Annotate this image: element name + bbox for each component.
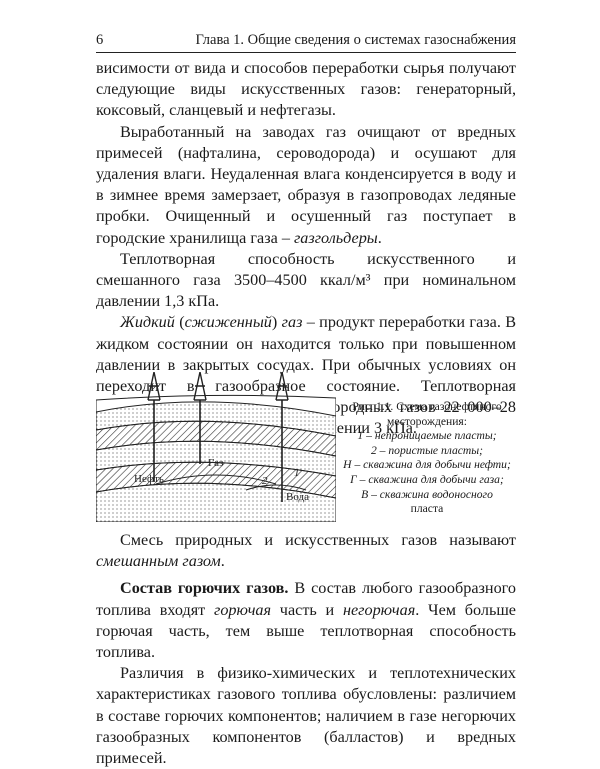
chapter-title: Глава 1. Общие сведения о системах газос… [195,32,517,48]
section-heading: Состав горючих газов. [120,579,289,598]
derrick-water [275,372,289,502]
term-gas: газ [281,313,303,332]
label-well-oil: Н [149,372,159,373]
page-number: 6 [96,32,104,48]
well-derricks [147,372,289,502]
paragraph-2: Выработанный на заводах газ очищают от в… [96,122,516,247]
label-layer-2: 2 [262,475,268,487]
term-mixed-gas: смешанным газом [96,552,221,571]
book-page: 6 Глава 1. Общие сведения о системах газ… [96,30,516,767]
term-liquid: Жидкий [120,313,175,332]
derrick-gas [193,372,207,464]
label-layer-1: 1 [294,467,300,479]
text-block-bottom: Смесь природных и искусственных газов на… [96,530,516,769]
paragraph-6: Состав горючих газов. В состав любого га… [96,579,516,662]
paragraph-5: Смесь природных и искусственных газов на… [96,531,516,571]
derrick-oil [147,372,161,482]
label-gas: Газ [208,457,223,469]
running-header: 6 Глава 1. Общие сведения о системах газ… [96,30,516,53]
term-combustible: горючая [214,600,272,619]
label-water: Вода [286,491,309,503]
label-well-water: В [278,372,285,373]
paragraph-1: висимости от вида и способов переработки… [96,59,516,120]
label-oil: Нефть [134,473,164,485]
label-well-gas: Г [195,372,203,373]
paragraph-7: Различия в физико-химических и теплотехн… [96,664,516,768]
gas-oil-field-diagram: Н Г В Газ Нефть Вода 1 2 [96,372,336,522]
paragraph-3: Теплотворная способность искусственного … [96,249,516,311]
term-noncombustible: негорючая [342,600,416,619]
strata-layers [96,394,336,522]
term-liquefied: сжиженный [184,313,272,332]
text-block-top: висимости от вида и способов переработки… [96,58,516,440]
figure-caption: Рис. 1.1. Схема газонефтяного месторожде… [343,400,511,516]
term-gasholders: газгольдеры [293,228,378,247]
